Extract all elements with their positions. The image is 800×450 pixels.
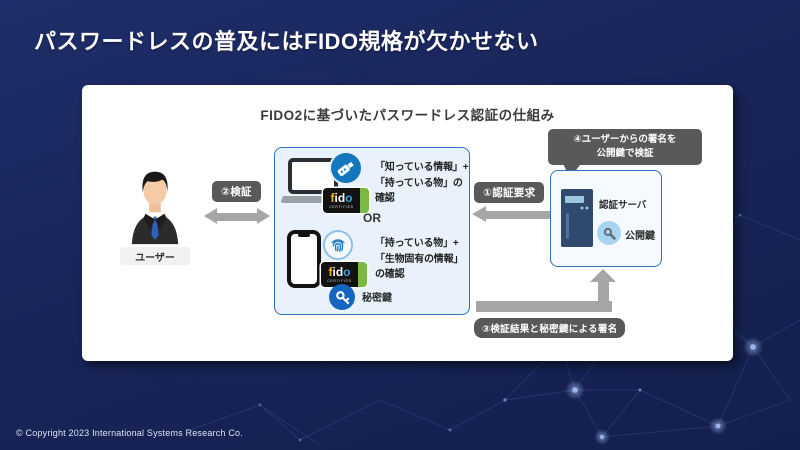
smartphone-icon: [287, 230, 321, 288]
auth-server-label: 認証サーバ: [599, 200, 647, 211]
authenticator-box: fido CERTIFIED 「知っている情報」+ 「持っている物」の確認 OR: [274, 147, 470, 315]
user-label: ユーザー: [120, 247, 190, 265]
diagram-panel: FIDO2に基づいたパスワードレス認証の仕組み ユーザー ②検証: [82, 85, 733, 361]
public-key-label: 公開鍵: [625, 231, 655, 242]
step2-verification-badge: ②検証: [212, 181, 261, 202]
diagram-title: FIDO2に基づいたパスワードレス認証の仕組み: [260, 108, 555, 123]
step4-verify-signature-bubble: ④ユーザーからの署名を 公開鍵で検証: [548, 129, 702, 165]
server-icon: [561, 189, 593, 247]
user-avatar-icon: [126, 165, 184, 245]
option2-text: 「持っている物」+ 「生物固有の情報」の確認: [375, 238, 464, 280]
option1-text: 「知っている情報」+ 「持っている物」の確認: [375, 162, 469, 204]
fido-logo-stripe: [358, 262, 367, 287]
public-key-magnifier-icon: [597, 221, 621, 245]
laptop-icon: [281, 158, 345, 206]
copyright-text: © Copyright 2023 International Systems R…: [16, 428, 243, 438]
private-key-icon: [329, 284, 355, 310]
fingerprint-icon: [323, 230, 353, 260]
fido-logo-stripe: [360, 188, 369, 213]
auth-server-box: 認証サーバ 公開鍵: [550, 170, 662, 267]
step1-auth-request-badge: ①認証要求: [474, 182, 545, 203]
fido-certified-logo: fido CERTIFIED: [321, 262, 367, 287]
slide-title: パスワードレスの普及にはFIDO規格が欠かせない: [34, 29, 539, 54]
arrow-step3-vertical: [598, 281, 609, 308]
private-key-label: 秘密鍵: [362, 293, 392, 304]
usb-security-key-icon: [331, 153, 361, 183]
arrow-server-to-authenticator: [472, 206, 558, 223]
arrow-step3-head-up: [590, 269, 616, 282]
arrow-step3-horizontal: [476, 301, 612, 312]
or-text: OR: [363, 211, 381, 225]
fido-certified-logo: fido CERTIFIED: [323, 188, 369, 213]
step3-signature-badge: ③検証結果と秘密鍵による署名: [474, 318, 626, 338]
double-arrow-user-authenticator: [204, 208, 270, 225]
